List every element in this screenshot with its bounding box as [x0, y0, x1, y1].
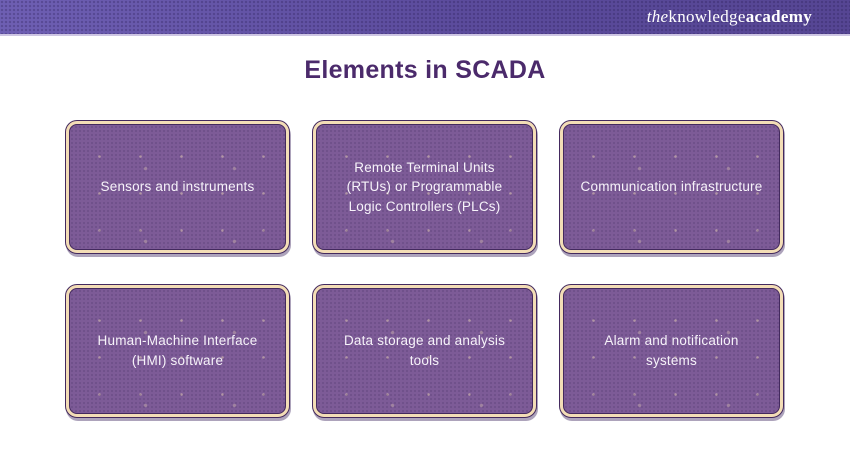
cards-grid: Sensors and instruments Remote Terminal … [65, 120, 784, 418]
brand-logo-academy: academy [745, 7, 812, 26]
header-bar: theknowledgeacademy [0, 0, 850, 36]
card-rtus-or-plcs: Remote Terminal Units (RTUs) or Programm… [312, 120, 537, 254]
card-label: Data storage and analysis tools [316, 288, 533, 414]
card-sensors-and-instruments: Sensors and instruments [65, 120, 290, 254]
brand-logo-the: the [646, 7, 669, 26]
brand-logo: theknowledgeacademy [647, 7, 812, 27]
page-title: Elements in SCADA [304, 56, 546, 84]
card-label: Human-Machine Interface (HMI) software [69, 288, 286, 414]
card-alarm-notification-systems: Alarm and notification systems [559, 284, 784, 418]
card-label: Sensors and instruments [69, 124, 286, 250]
brand-logo-knowledge: knowledge [668, 7, 746, 26]
card-label: Alarm and notification systems [563, 288, 780, 414]
card-label: Communication infrastructure [563, 124, 780, 250]
card-communication-infrastructure: Communication infrastructure [559, 120, 784, 254]
card-label: Remote Terminal Units (RTUs) or Programm… [316, 124, 533, 250]
card-hmi-software: Human-Machine Interface (HMI) software [65, 284, 290, 418]
card-data-storage-analysis: Data storage and analysis tools [312, 284, 537, 418]
